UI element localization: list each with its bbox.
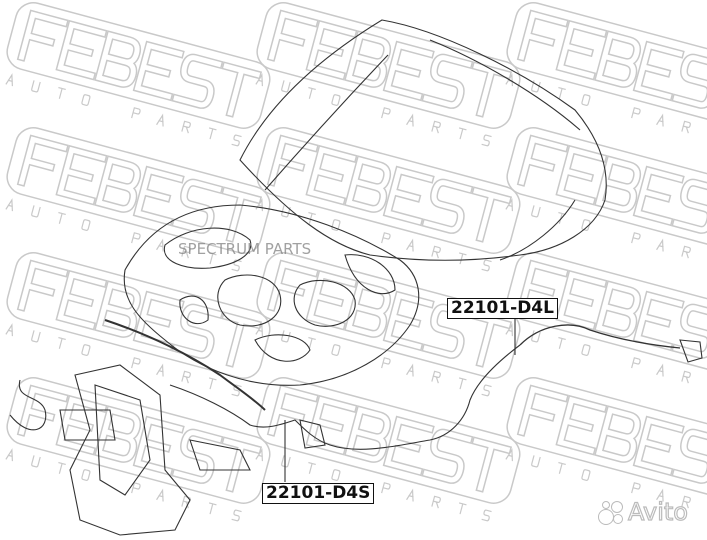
febest-watermark-logo [0,249,274,400]
cable-22101-d4l [519,324,681,349]
febest-watermark-logo [248,374,523,525]
febest-watermark-logo [498,0,707,150]
hood-outline [239,19,607,261]
cable-22101-d4s [169,344,521,450]
avito-logo-icon [598,499,624,525]
avito-text: Avito [627,497,688,526]
spectrum-watermark: SPECTRUM PARTS [178,240,312,258]
radiator-support [69,364,191,536]
febest-watermark-logo [0,124,274,275]
febest-watermark-logo [498,124,707,275]
hood-insulator [123,204,420,386]
febest-watermark-logo [498,374,707,525]
part-label-22101-d4l: 22101-D4L [447,298,558,319]
febest-watermark-logo [0,374,274,525]
febest-watermark-logo [0,0,274,150]
avito-watermark: Avito [598,497,689,527]
part-label-22101-d4s: 22101-D4S [262,483,375,504]
hood-crease [264,54,389,191]
febest-watermark-logo [248,124,523,275]
